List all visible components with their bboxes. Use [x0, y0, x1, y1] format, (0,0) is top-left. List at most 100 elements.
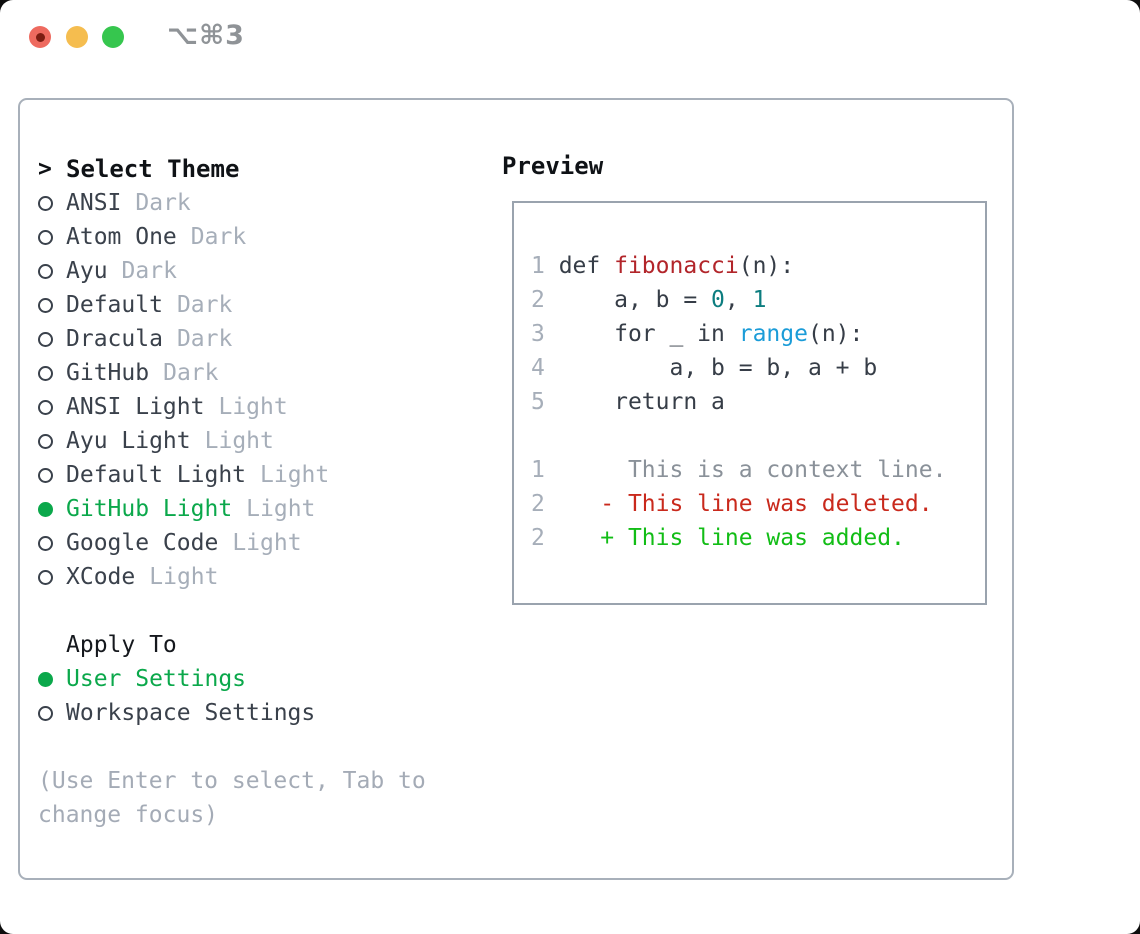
theme-option[interactable]: ANSI Light Light [38, 390, 426, 424]
code-token: def [544, 253, 615, 279]
code-token [545, 491, 600, 517]
unsaved-changes-dot [35, 32, 45, 42]
theme-name: Dracula [66, 326, 163, 352]
preview-header: Preview [502, 152, 604, 180]
theme-variant-tag: Light [204, 428, 274, 454]
radio-icon [38, 467, 53, 483]
theme-option[interactable]: Ayu Dark [38, 254, 426, 288]
radio-icon [38, 705, 53, 721]
preview-line: 2 a, b = 0, 1 [531, 283, 985, 317]
apply-to-header: Apply To [38, 628, 426, 662]
preview-line: 5 return a [531, 385, 985, 419]
preview-line: 4 a, b = b, a + b [531, 351, 985, 385]
code-token: 2 [531, 525, 545, 551]
select-theme-header: > Select Theme [38, 152, 426, 186]
theme-name: Atom One [66, 224, 177, 250]
close-button[interactable] [29, 26, 51, 48]
code-token: - This line was deleted. [600, 491, 933, 517]
theme-name: XCode [66, 564, 136, 590]
theme-option[interactable]: Ayu Light Light [38, 424, 426, 458]
select-theme-label: Select Theme [66, 155, 240, 183]
code-token: range [738, 321, 808, 347]
preview-line: 1 def fibonacci(n): [531, 249, 985, 283]
code-token: fibonacci [614, 253, 739, 279]
apply-option[interactable]: User Settings [38, 662, 426, 696]
code-token: 4 [531, 355, 545, 381]
preview-line: 1 This is a context line. [531, 453, 985, 487]
code-token: 2 [531, 287, 545, 313]
code-token: This is a context line. [544, 457, 947, 483]
code-token: 3 [531, 321, 545, 347]
theme-name: Ayu [66, 258, 108, 284]
radio-icon [38, 535, 53, 551]
preview-line: 2 - This line was deleted. [531, 487, 985, 521]
theme-option[interactable]: XCode Light [38, 560, 426, 594]
theme-variant-tag: Dark [176, 326, 233, 352]
code-token: return a [544, 389, 725, 415]
spacer [38, 730, 426, 764]
fullscreen-button[interactable] [102, 26, 124, 48]
hint-text-line-2: change focus) [38, 802, 219, 828]
theme-option[interactable]: Dracula Dark [38, 322, 426, 356]
theme-name: Ayu Light [66, 428, 191, 454]
radio-icon [38, 263, 53, 279]
theme-option[interactable]: Atom One Dark [38, 220, 426, 254]
theme-option[interactable]: Google Code Light [38, 526, 426, 560]
code-token: a, b = b, a + b [544, 355, 878, 381]
minimize-button[interactable] [66, 26, 88, 48]
preview-line [531, 419, 985, 453]
code-token: (n): [738, 253, 795, 279]
theme-variant-tag: Dark [135, 190, 191, 216]
spacer [38, 594, 426, 628]
theme-variant-tag: Dark [190, 224, 247, 250]
radio-icon [38, 433, 53, 449]
theme-variant-tag: Light [246, 496, 316, 522]
code-token: 0 [711, 287, 725, 313]
apply-to-label: Apply To [66, 632, 177, 658]
caret-icon: > [38, 155, 52, 182]
theme-variant-tag: Light [149, 564, 219, 590]
theme-option[interactable]: GitHub Dark [38, 356, 426, 390]
radio-icon [38, 331, 53, 347]
radio-icon [38, 195, 53, 211]
radio-icon [38, 229, 53, 245]
hint-text-line-1: (Use Enter to select, Tab to [38, 768, 426, 794]
code-token: 1 [531, 253, 545, 279]
radio-icon [38, 365, 53, 381]
code-token: 1 [531, 457, 545, 483]
theme-variant-tag: Dark [121, 258, 177, 284]
code-token: (n): [807, 321, 864, 347]
theme-variant-tag: Dark [163, 360, 219, 386]
theme-variant-tag: Light [260, 462, 330, 488]
code-token: , [724, 287, 753, 313]
code-token: 2 [531, 491, 545, 517]
theme-name: ANSI Light [66, 394, 205, 420]
theme-variant-tag: Light [218, 394, 288, 420]
code-token: for _ in [544, 321, 739, 347]
code-token: 5 [531, 389, 545, 415]
theme-variant-tag: Light [232, 530, 302, 556]
theme-name: Google Code [66, 530, 219, 556]
radio-icon [38, 671, 53, 687]
theme-name: GitHub [66, 360, 150, 386]
window-title: ⌥⌘3 [167, 20, 245, 51]
code-token: + This line was added. [600, 525, 905, 551]
preview-line: 3 for _ in range(n): [531, 317, 985, 351]
code-token [545, 525, 600, 551]
theme-option[interactable]: ANSI Dark [38, 186, 426, 220]
theme-variant-tag: Dark [176, 292, 233, 318]
apply-option-label: Workspace Settings [66, 700, 316, 726]
radio-icon [38, 399, 53, 415]
radio-icon [38, 569, 53, 585]
theme-name: ANSI [66, 190, 122, 216]
radio-icon [38, 297, 53, 313]
apply-option[interactable]: Workspace Settings [38, 696, 426, 730]
